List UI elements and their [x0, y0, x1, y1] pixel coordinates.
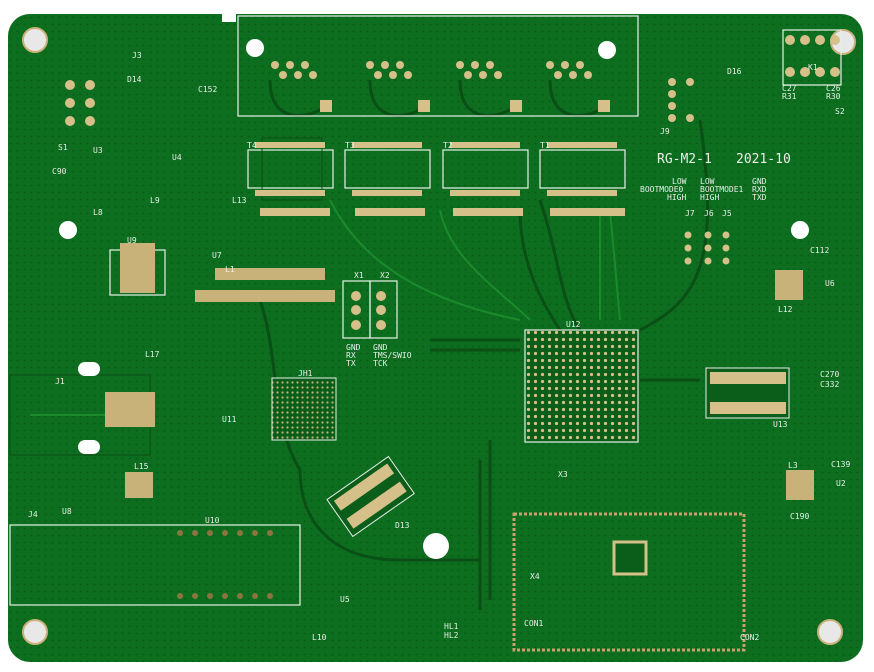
mounting-holes — [22, 27, 856, 645]
designator: C90 — [52, 167, 67, 176]
designator: T1 — [540, 141, 550, 150]
designator: T4 — [247, 141, 257, 150]
designator: U7 — [212, 251, 222, 260]
boot1-label: BOOTMODE1 — [700, 185, 744, 194]
x2-tck-label: TCK — [373, 359, 388, 368]
designator: U5 — [340, 595, 350, 604]
designator: D14 — [127, 75, 142, 84]
x1-tx-label: TX — [346, 359, 356, 368]
designator: C270 — [820, 370, 839, 379]
designator: U2 — [836, 479, 846, 488]
x2-tms-label: TMS/SWIO — [373, 351, 412, 360]
designator: T2 — [443, 141, 453, 150]
debug-header-labels: X1 X2 GND RX TX GND TMS/SWIO TCK — [346, 271, 412, 368]
designator: J4 — [28, 510, 38, 519]
designator: J9 — [660, 127, 670, 136]
transformers — [247, 137, 626, 216]
designator: D16 — [727, 67, 742, 76]
connector-j1 — [105, 392, 155, 427]
designator: S2 — [835, 107, 845, 116]
connector-d13 — [326, 455, 415, 538]
designator: T3 — [345, 141, 355, 150]
txd-label: TXD — [752, 193, 767, 202]
designator: U3 — [93, 146, 103, 155]
designator: J7 — [685, 209, 695, 218]
designator: K1 — [808, 63, 818, 72]
designator: U12 — [566, 320, 581, 329]
designator: J5 — [722, 209, 732, 218]
designator: R31 — [782, 92, 797, 101]
designator: CON2 — [740, 633, 759, 642]
boot1-high-label: HIGH — [700, 193, 719, 202]
designator: JH1 — [298, 369, 313, 378]
designator: L10 — [312, 633, 327, 642]
designator: L9 — [150, 196, 160, 205]
boot1-low-label: LOW — [700, 177, 715, 186]
designator: J1 — [55, 377, 65, 386]
rf-module-outline — [512, 512, 746, 652]
designator: C26 — [826, 84, 841, 93]
bga-u12 — [524, 329, 639, 443]
designator: L15 — [134, 462, 149, 471]
boot0-label: BOOTMODE0 — [640, 185, 684, 194]
designator: HL1 — [444, 622, 459, 631]
designator: L13 — [232, 196, 247, 205]
designator: U13 — [773, 420, 788, 429]
designator: J3 — [132, 51, 142, 60]
ethernet-connector-block — [237, 15, 639, 117]
designator: U11 — [222, 415, 237, 424]
copper-traces — [30, 79, 709, 610]
designator: U8 — [62, 507, 72, 516]
designator: L1 — [225, 265, 235, 274]
designator: C112 — [810, 246, 829, 255]
resistor-array — [195, 290, 335, 302]
designators: U12 U13 U9 JH1 J1 J3 J4 J9 J5 J6 J7 T1 T… — [28, 51, 850, 642]
designator: S1 — [58, 143, 68, 152]
designator: C139 — [831, 460, 850, 469]
bga-jh1 — [271, 377, 337, 441]
designator: U10 — [205, 516, 220, 525]
designator: L8 — [93, 208, 103, 217]
x1-rx-label: RX — [346, 351, 356, 360]
designator: U4 — [172, 153, 182, 162]
designator: D13 — [395, 521, 410, 530]
board-date: 2021-10 — [736, 152, 791, 167]
ic-u17 — [612, 540, 648, 576]
designator: L17 — [145, 350, 160, 359]
gnd-label: GND — [752, 177, 767, 186]
boot0-low-label: LOW — [672, 177, 687, 186]
designator: C190 — [790, 512, 809, 521]
designator: R30 — [826, 92, 841, 101]
designator: L12 — [778, 305, 793, 314]
pcb-substrate — [8, 14, 863, 662]
boot-labels: LOW BOOTMODE0 HIGH LOW BOOTMODE1 HIGH GN… — [640, 177, 767, 202]
ic-u9 — [120, 243, 155, 293]
x1-gnd-label: GND — [346, 343, 361, 352]
designator: U6 — [825, 279, 835, 288]
designator: U9 — [127, 236, 137, 245]
designator: C332 — [820, 380, 839, 389]
designator: HL2 — [444, 631, 459, 640]
rxd-label: RXD — [752, 185, 767, 194]
x2-gnd-label: GND — [373, 343, 388, 352]
designator: CON1 — [524, 619, 543, 628]
boot0-high-label: HIGH — [667, 193, 686, 202]
designator: L3 — [788, 461, 798, 470]
x1-label: X1 — [354, 271, 364, 280]
designator: X4 — [530, 572, 540, 581]
designator: C27 — [782, 84, 797, 93]
board-name: RG-M2-1 — [657, 152, 712, 167]
designator: J6 — [704, 209, 714, 218]
designator: C152 — [198, 85, 217, 94]
designator: X3 — [558, 470, 568, 479]
x2-label: X2 — [380, 271, 390, 280]
